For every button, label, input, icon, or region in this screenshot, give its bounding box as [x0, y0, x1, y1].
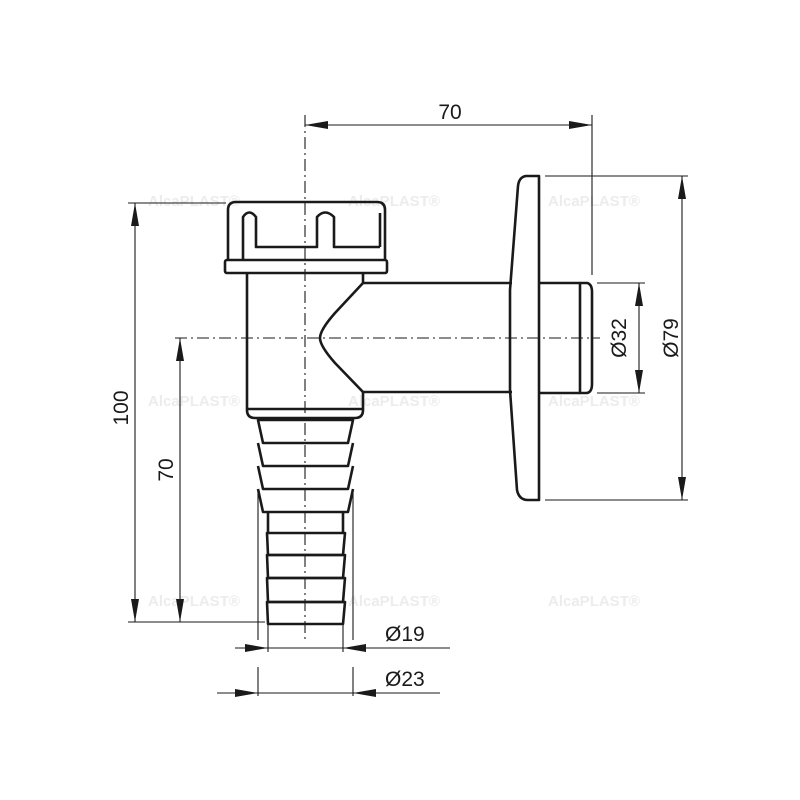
dimension-label: Ø79: [660, 318, 683, 358]
valve-body: [245, 273, 512, 420]
watermark: AlcaPLAST®: [548, 393, 640, 410]
dimension-label: 70: [155, 458, 178, 481]
watermark: AlcaPLAST®: [148, 193, 240, 210]
dimension-label: Ø23: [385, 668, 425, 691]
dimension-label: Ø19: [385, 623, 425, 646]
dimension-label: 100: [110, 390, 133, 425]
dimension-stub-diameter: Ø32: [597, 282, 645, 394]
dimension-hose-outer: Ø23: [217, 490, 440, 697]
dimension-label: Ø32: [608, 318, 631, 358]
dimension-rosette-diameter: Ø79: [545, 175, 688, 501]
dimension-total-height: 100: [110, 202, 265, 623]
dimension-label: 70: [438, 101, 461, 124]
watermark: AlcaPLAST®: [548, 593, 640, 610]
wall-stub: [539, 281, 594, 395]
hose-barb: [256, 418, 355, 626]
watermark: AlcaPLAST®: [148, 593, 240, 610]
wall-rosette: [508, 174, 541, 502]
watermark: AlcaPLAST®: [348, 193, 440, 210]
watermark: AlcaPLAST®: [348, 593, 440, 610]
dimension-outlet-height: 70: [155, 338, 184, 622]
watermark: AlcaPLAST®: [148, 393, 240, 410]
union-nut: [223, 200, 389, 275]
watermark: AlcaPLAST®: [348, 393, 440, 410]
watermarks: AlcaPLAST® AlcaPLAST® AlcaPLAST® AlcaPLA…: [148, 193, 640, 610]
watermark: AlcaPLAST®: [548, 193, 640, 210]
dimension-hose-inner: Ø19: [235, 623, 450, 652]
dimension-arm-length: 70: [305, 101, 593, 275]
